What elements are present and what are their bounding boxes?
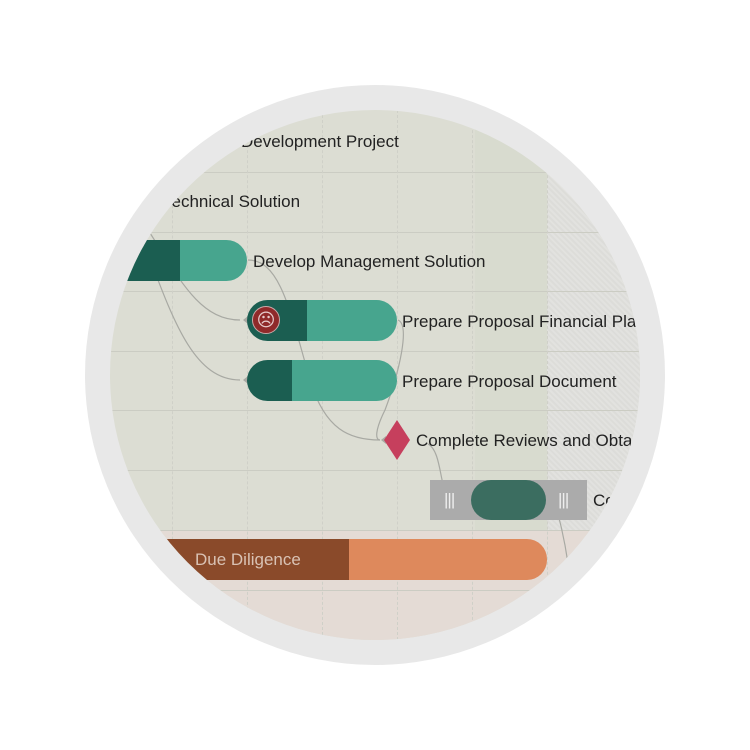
column-divider [397, 110, 398, 640]
selected-task-box[interactable]: ||| ||| [430, 480, 587, 520]
summary-bar[interactable]: Due Diligence [110, 539, 547, 580]
dependency-link [376, 319, 404, 441]
row-divider [110, 172, 640, 173]
resize-handle-left[interactable]: ||| [444, 490, 455, 509]
row-divider [110, 470, 640, 471]
row-divider [110, 351, 640, 352]
arrow-head [243, 376, 248, 384]
gantt-chart-view: Development Project Technical Solution D… [110, 110, 640, 640]
dependency-link [556, 509, 571, 581]
row-divider [110, 291, 640, 292]
task-label[interactable]: Technical Solution [163, 192, 301, 211]
column-highlight [475, 110, 547, 530]
task-bar[interactable] [247, 360, 397, 401]
arrow-head [381, 436, 386, 444]
column-divider [547, 110, 548, 640]
arrow-head [243, 316, 248, 324]
task-label[interactable]: Prepare Proposal Document [402, 372, 617, 391]
weekend-shading [547, 110, 640, 530]
column-divider [172, 110, 173, 640]
task-bar[interactable] [110, 240, 247, 281]
column-divider [472, 110, 473, 640]
task-progress [247, 360, 292, 401]
task-label[interactable]: Prepare Proposal Financial Plan [402, 312, 640, 331]
task-bar[interactable]: ☹ [247, 300, 397, 341]
row-divider [110, 530, 640, 531]
dependency-link [247, 259, 381, 441]
task-remaining [180, 240, 247, 281]
task-remaining [307, 300, 397, 341]
row-divider [110, 410, 640, 411]
task-bar[interactable] [471, 480, 546, 520]
task-progress: ☹ [247, 300, 307, 341]
summary-progress: Due Diligence [110, 539, 349, 580]
row-divider [110, 232, 640, 233]
summary-label: Due Diligence [195, 550, 301, 569]
task-label[interactable]: Develop Management Solution [253, 252, 486, 271]
task-progress [110, 240, 180, 281]
task-label[interactable]: Co [593, 491, 615, 510]
task-label[interactable]: Development Project [241, 132, 399, 151]
sad-face-icon: ☹ [252, 306, 280, 334]
summary-remaining [349, 539, 547, 580]
row-divider [110, 590, 640, 591]
task-label[interactable]: Complete Reviews and Obtain [416, 431, 640, 450]
resize-handle-right[interactable]: ||| [558, 490, 569, 509]
task-remaining [292, 360, 397, 401]
